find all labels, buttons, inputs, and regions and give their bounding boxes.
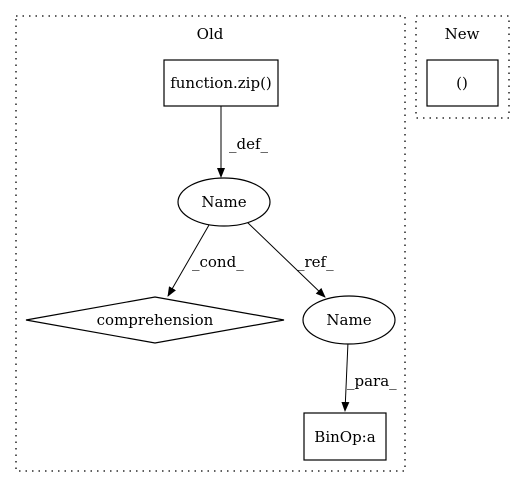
cluster-old-label: Old [197, 25, 224, 43]
node-paren-label: () [456, 74, 468, 92]
node-comprehension-label: comprehension [97, 311, 214, 329]
node-name2-label: Name [326, 311, 371, 329]
node-name1-label: Name [201, 193, 246, 211]
cluster-new: New [415, 15, 510, 119]
node-binop: BinOp:a [303, 412, 387, 461]
node-name2: Name [302, 295, 396, 345]
node-binop-label: BinOp:a [314, 428, 375, 446]
cluster-new-label: New [445, 25, 480, 43]
edge-cond-label: _cond_ [192, 253, 244, 271]
edge-ref-label: _ref_ [297, 253, 334, 271]
edge-para: _para_ [341, 341, 397, 412]
edge-para-label: _para_ [347, 372, 397, 390]
edge-def-label: _def_ [229, 135, 269, 153]
node-paren: () [426, 59, 499, 107]
node-comprehension: comprehension [25, 296, 285, 344]
node-zip-label: function.zip() [170, 74, 272, 92]
edge-def: _def_ [217, 106, 269, 178]
cluster-old: Old [15, 15, 406, 472]
node-name1: Name [177, 177, 271, 227]
node-zip: function.zip() [163, 59, 279, 107]
edge-cond: _cond_ [167, 224, 244, 297]
edge-ref: _ref_ [246, 221, 334, 298]
